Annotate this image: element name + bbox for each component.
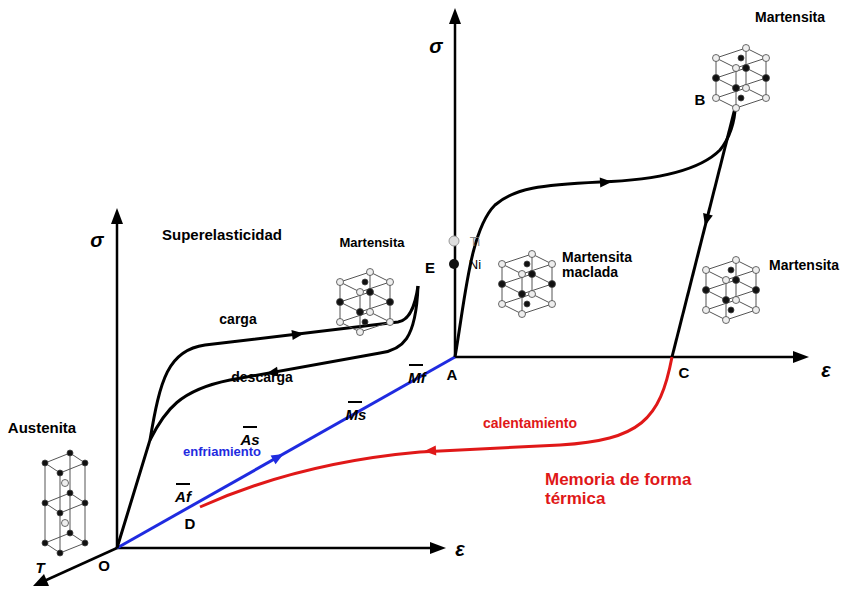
temperature-ticks — [176, 365, 423, 484]
axis-arrow — [111, 208, 123, 224]
phase-label: Martensita maclada — [562, 250, 642, 281]
arrowhead — [700, 213, 713, 227]
phase-label: Martensita — [769, 258, 839, 273]
ni-dot — [449, 259, 459, 269]
point-label: E — [425, 260, 435, 277]
temperature-label: Ms — [346, 407, 367, 424]
austenite-lattice — [42, 450, 88, 556]
temperature-label: Mf — [408, 370, 426, 387]
section-title: Memoria de forma térmica — [545, 471, 715, 508]
axis-arrow — [430, 542, 446, 554]
element-key: Ti — [470, 235, 480, 249]
axis-label: ε — [455, 538, 465, 560]
point-label: B — [695, 92, 706, 109]
axis-label: T — [35, 560, 44, 577]
point-label: D — [185, 516, 196, 533]
arrowhead — [600, 177, 613, 188]
point-label: O — [98, 558, 110, 575]
axes-right — [455, 22, 795, 357]
temperature-label: As — [240, 432, 259, 449]
curve-label: descarga — [231, 370, 292, 385]
arrowhead — [424, 446, 437, 457]
martensite-lattice — [713, 45, 770, 112]
curve-label: carga — [219, 312, 256, 327]
temperature-label: Af — [175, 489, 191, 506]
axis-arrow — [449, 8, 461, 24]
ti-dot — [449, 236, 459, 246]
phase-label: Martensita — [755, 10, 825, 25]
axis-arrow — [33, 574, 49, 586]
element-key: Ni — [469, 258, 481, 272]
axis-label: ε — [821, 359, 831, 381]
twinned-martensite-lattice — [499, 251, 556, 318]
phase-label: Martensita — [339, 236, 404, 250]
curve-label: calentamiento — [483, 416, 577, 431]
martensite-lattice — [703, 257, 760, 324]
axis-label: σ — [90, 229, 103, 251]
loading-curve — [455, 108, 735, 357]
point-label: C — [679, 365, 690, 382]
axis-label: σ — [429, 35, 442, 57]
superelastic-loop — [117, 286, 418, 548]
point-label: A — [447, 367, 458, 384]
martensite-lattice — [337, 269, 394, 336]
section-title: Superelasticidad — [162, 227, 282, 244]
phase-label: Austenita — [8, 420, 76, 437]
arrowhead — [291, 329, 304, 340]
arrowhead — [271, 450, 286, 465]
axis-arrow — [793, 351, 809, 363]
